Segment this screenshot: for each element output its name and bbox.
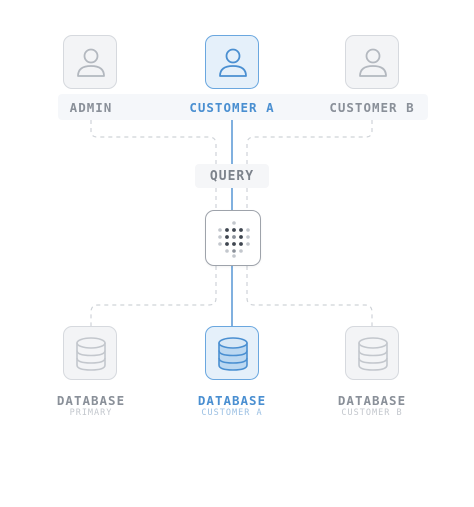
primary-database-label: DATABASE <box>56 393 126 408</box>
primary-database-tile[interactable] <box>63 326 117 380</box>
customer-b-database-label: DATABASE <box>337 393 407 408</box>
connector-hub-to-primary-db <box>90 266 217 326</box>
user-icon <box>359 48 387 77</box>
query-pill <box>195 164 269 188</box>
customer-b-label: CUSTOMER B <box>329 100 415 115</box>
user-icon <box>77 48 105 77</box>
customer-b-database-sublabel: CUSTOMER B <box>341 408 403 418</box>
user-label-band <box>58 94 428 120</box>
customer-a-user-tile[interactable] <box>205 35 259 89</box>
customer-a-database-label: DATABASE <box>197 393 267 408</box>
connector-customer-b-to-query <box>246 120 373 164</box>
customer-a-database-sublabel: CUSTOMER A <box>201 408 263 418</box>
connector-admin-to-query <box>90 120 217 164</box>
admin-label: ADMIN <box>69 100 113 115</box>
database-icon <box>218 337 248 371</box>
customer-a-database-tile[interactable] <box>205 326 259 380</box>
query-label: QUERY <box>209 169 255 184</box>
primary-database-sublabel: PRIMARY <box>69 408 113 418</box>
dot-grid-icon <box>218 221 250 258</box>
customer-b-user-tile[interactable] <box>345 35 399 89</box>
connector-hub-to-customer-b-db <box>246 266 373 326</box>
admin-user-tile[interactable] <box>63 35 117 89</box>
database-icon <box>358 337 388 371</box>
customer-b-database-tile[interactable] <box>345 326 399 380</box>
database-icon <box>76 337 106 371</box>
user-icon <box>219 48 247 77</box>
customer-a-label: CUSTOMER A <box>189 100 275 115</box>
query-router-hub[interactable] <box>205 210 261 266</box>
